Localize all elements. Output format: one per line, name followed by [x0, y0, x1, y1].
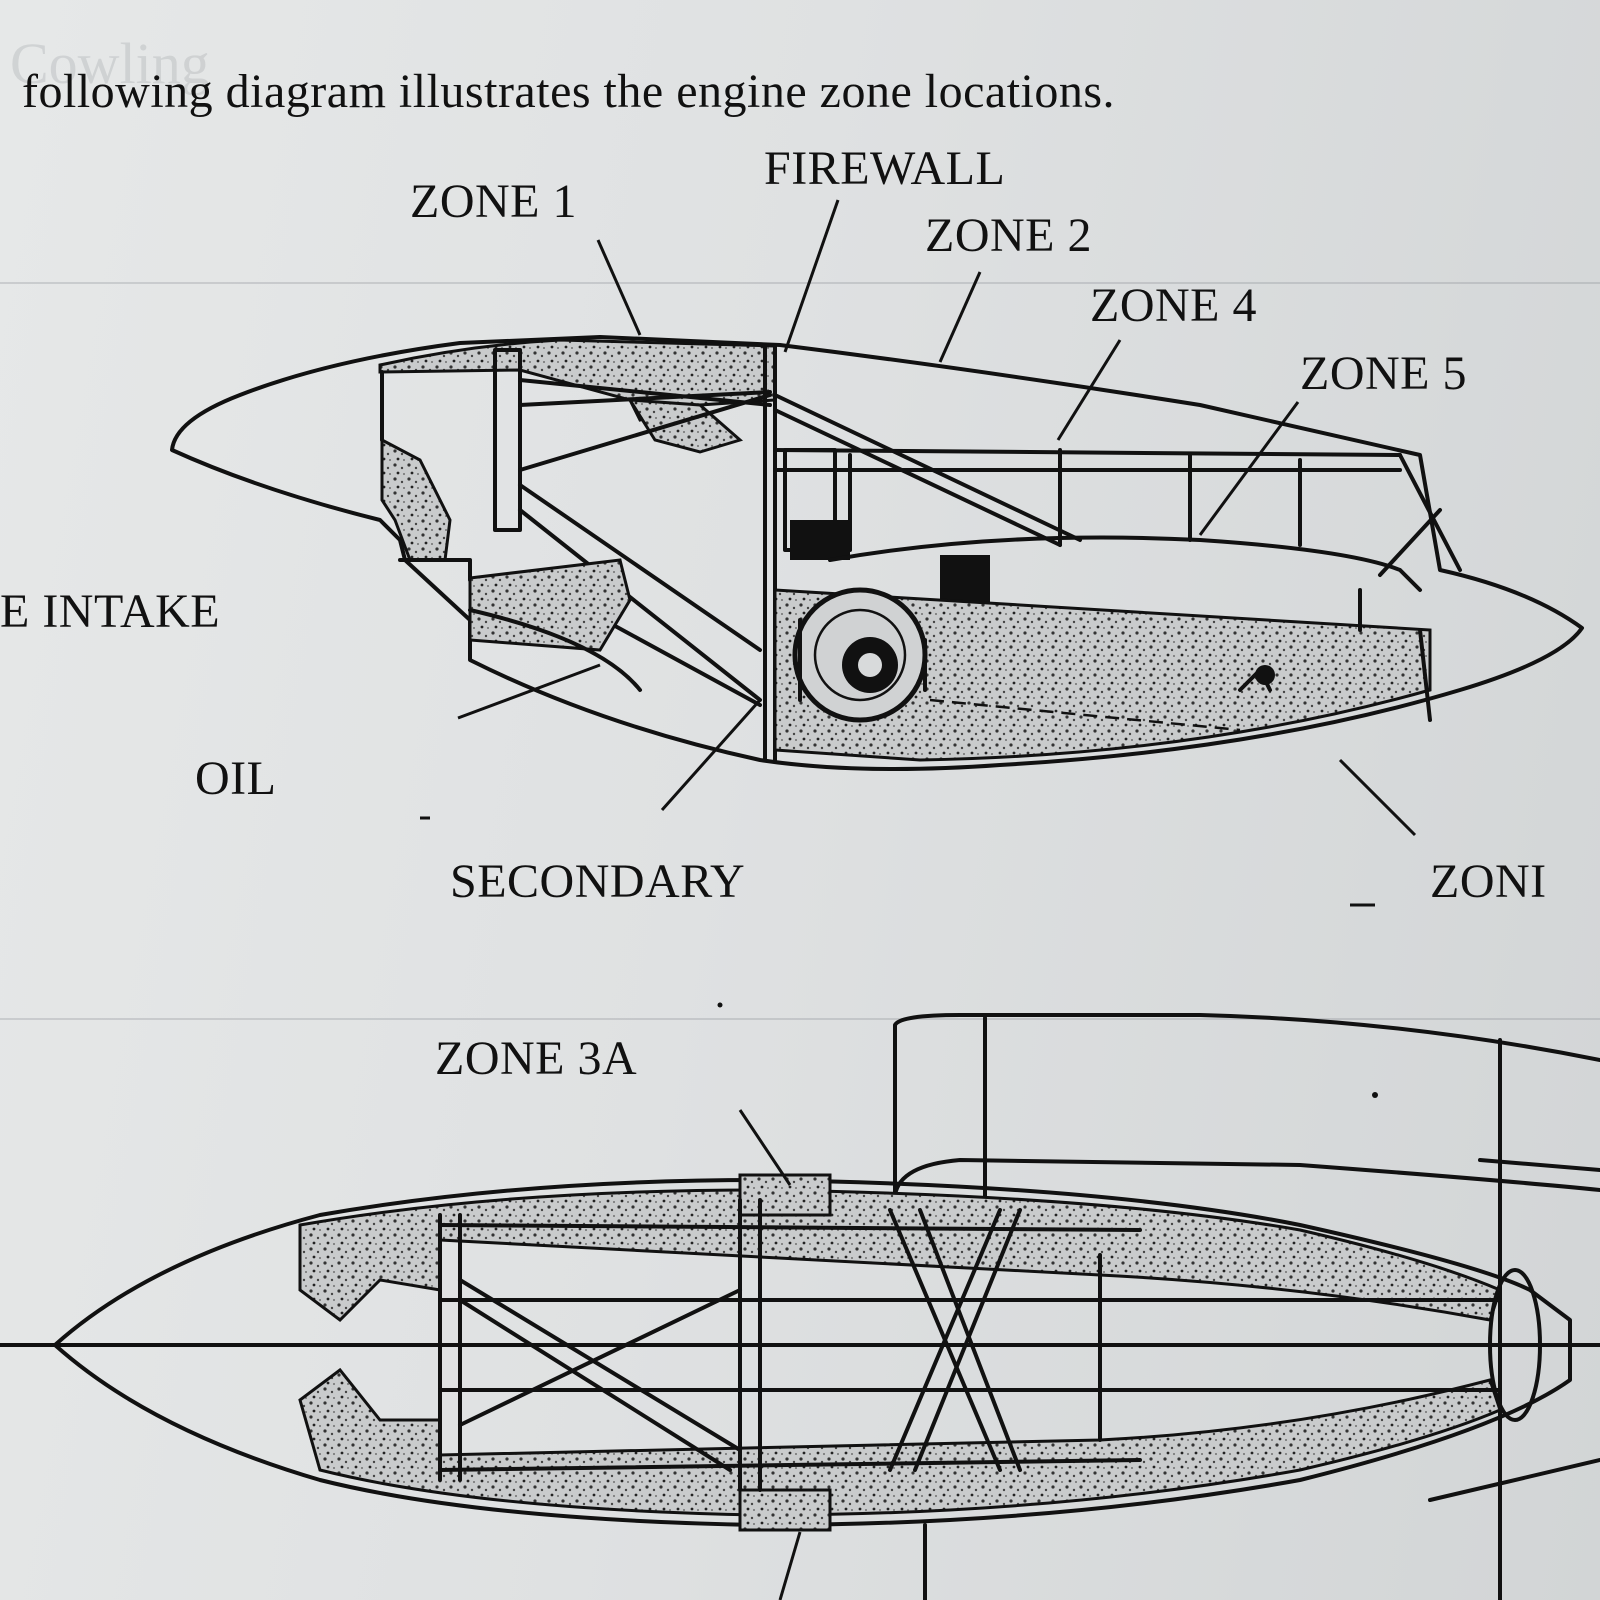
zone-cut-label: ZONI	[1430, 855, 1547, 908]
intro-text: following diagram illustrates the engine…	[22, 65, 1116, 118]
top-nacelle	[170, 335, 1584, 771]
zone3a-label: ZONE 3A	[435, 1032, 638, 1085]
bottom-nacelle	[0, 1013, 1600, 1600]
oil-label: OIL	[195, 752, 277, 805]
zone1-label: ZONE 1	[410, 175, 577, 228]
zone2-label: ZONE 2	[925, 209, 1092, 262]
zone3a-leader	[738, 1109, 792, 1186]
firewall-label: FIREWALL	[764, 142, 1006, 195]
zone5-label: ZONE 5	[1300, 347, 1467, 400]
show-through-rule	[0, 282, 1600, 284]
zone4-label: ZONE 4	[1090, 279, 1257, 332]
show-through-rule	[0, 1018, 1600, 1020]
intake-label: E INTAKE	[0, 585, 221, 638]
show-through-text: Cowling	[10, 31, 210, 96]
secondary-label: SECONDARY	[450, 855, 746, 908]
top-leader-lines	[420, 199, 1417, 1098]
